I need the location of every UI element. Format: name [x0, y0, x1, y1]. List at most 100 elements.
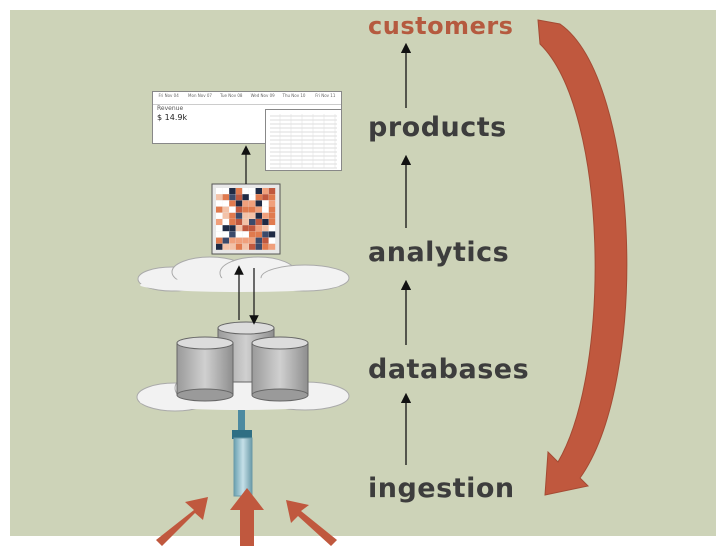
incoming-data-arrows: [156, 488, 337, 546]
heatmap-cell: [255, 243, 262, 250]
heatmap-cell: [268, 243, 276, 250]
heatmap-cell: [216, 225, 223, 232]
heatmap-cell: [255, 212, 262, 219]
heatmap-cell: [255, 219, 262, 225]
heatmap-cell: [255, 188, 262, 194]
dashboard-tab: Tue Nov 08: [220, 93, 243, 98]
heatmap-cell: [268, 194, 276, 201]
heatmap-cell: [249, 194, 256, 201]
heatmap-cell: [235, 200, 243, 207]
heatmap-cell: [216, 231, 223, 238]
heatmap-cell: [255, 206, 262, 213]
stage-customers: customers: [368, 12, 514, 40]
heatmap-cell: [229, 200, 236, 207]
heatmap-cell: [268, 219, 276, 225]
stage-ingestion: ingestion: [368, 473, 515, 504]
dashboard-tab: Fri Nov 04: [158, 93, 179, 98]
stage-analytics: analytics: [368, 237, 510, 268]
heatmap-cell: [249, 212, 256, 219]
heatmap-cell: [229, 225, 236, 232]
heatmap-cell: [255, 231, 262, 238]
heatmap-cell: [216, 188, 223, 194]
heatmap-cell: [229, 237, 236, 244]
heatmap-cell: [262, 219, 269, 225]
heatmap-cell: [222, 188, 229, 194]
heatmap-cell: [235, 188, 243, 194]
dashboard-tab: Fri Nov 11: [315, 93, 336, 98]
heatmap-cell: [249, 219, 256, 225]
heatmap-cell: [268, 188, 276, 194]
heatmap-cell: [262, 243, 269, 250]
data-table-card: [265, 109, 342, 171]
heatmap-cell: [216, 200, 223, 207]
heatmap-cell: [242, 188, 249, 194]
stage-databases: databases: [368, 354, 530, 385]
heatmap-cell: [262, 200, 269, 207]
dashboard-tab: Thu Nov 10: [282, 93, 306, 98]
heatmap-cell: [242, 237, 249, 244]
table-lines: [270, 114, 337, 169]
heatmap-cell: [216, 206, 223, 213]
heatmap-cell: [216, 194, 223, 201]
heatmap-cell: [222, 237, 229, 244]
heatmap-cell: [255, 200, 262, 207]
heatmap-cell: [222, 219, 229, 225]
heatmap-cell: [216, 243, 223, 250]
heatmap-cell: [235, 243, 243, 250]
heatmap-cell: [222, 212, 229, 219]
heatmap-cell: [262, 194, 269, 201]
heatmap-cell: [262, 237, 269, 244]
heatmap-cell: [216, 219, 223, 225]
heatmap-cell: [235, 237, 243, 244]
heatmap-cell: [242, 231, 249, 238]
heatmap-cell: [229, 212, 236, 219]
heatmap-cell: [242, 212, 249, 219]
heatmap-cell: [235, 225, 243, 232]
ingestion-pipe: [232, 405, 253, 497]
heatmap-cell: [229, 206, 236, 213]
heatmap-cell: [255, 237, 262, 244]
heatmap-cell: [242, 225, 249, 232]
heatmap-cell: [242, 194, 249, 201]
heatmap-cell: [249, 225, 256, 232]
heatmap-cell: [229, 219, 236, 225]
heatmap-cell: [262, 206, 269, 213]
heatmap-cell: [262, 231, 269, 238]
heatmap-cell: [216, 237, 223, 244]
heatmap-cell: [268, 206, 276, 213]
heatmap-cell: [222, 225, 229, 232]
heatmap-cell: [249, 188, 256, 194]
heatmap-cell: [229, 243, 236, 250]
database-cylinders: [176, 321, 309, 402]
heatmap-cell: [242, 243, 249, 250]
heatmap-cell: [235, 212, 243, 219]
heatmap-cell: [255, 194, 262, 201]
metric-label: Revenue: [157, 105, 184, 112]
heatmap-cell: [268, 212, 276, 219]
dashboard-tab: Mon Nov 07: [188, 93, 212, 98]
heatmap-cell: [235, 231, 243, 238]
heatmap-cell: [249, 200, 256, 207]
heatmap-cell: [262, 225, 269, 232]
heatmap-cell: [249, 206, 256, 213]
heatmap-cell: [268, 225, 276, 232]
heatmap-cell: [222, 200, 229, 207]
heatmap-cell: [249, 243, 256, 250]
heatmap-cell: [249, 237, 256, 244]
metric-value: $ 14.9k: [157, 113, 188, 122]
dashboard-tabs: Fri Nov 04 Mon Nov 07 Tue Nov 08 Wed Nov…: [153, 92, 341, 105]
analytics-heatmap: [211, 183, 281, 255]
heatmap-cell: [222, 243, 229, 250]
heatmap-cell: [222, 231, 229, 238]
heatmap-cell: [229, 188, 236, 194]
heatmap-cell: [242, 200, 249, 207]
feedback-arrow: [537, 19, 628, 496]
heatmap-cell: [242, 219, 249, 225]
dashboard-tab: Wed Nov 09: [250, 93, 275, 98]
heatmap-cell: [229, 194, 236, 201]
upper-cloud: [137, 256, 350, 292]
heatmap-cell: [255, 225, 262, 232]
heatmap-cell: [229, 231, 236, 238]
heatmap-cell: [249, 231, 256, 238]
heatmap-cell: [268, 200, 276, 207]
